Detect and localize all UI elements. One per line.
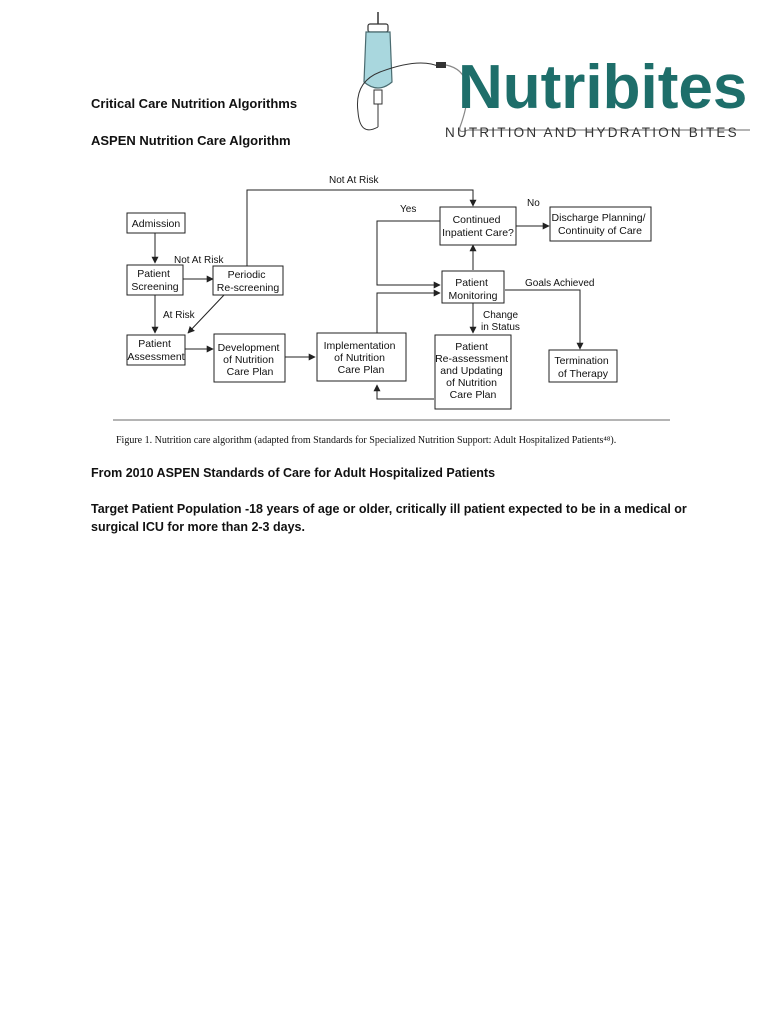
edge-label-yes: Yes <box>400 204 416 215</box>
document-subtitle: ASPEN Nutrition Care Algorithm <box>91 133 291 148</box>
edge-label-goals-achieved: Goals Achieved <box>525 278 595 289</box>
node-termination: Termination of Therapy <box>554 355 611 380</box>
logo-tagline: NUTRITION AND HYDRATION BITES <box>445 125 739 140</box>
iv-bag-icon <box>356 12 750 133</box>
node-discharge-box <box>549 206 652 242</box>
node-rescreening: Periodic Re-screening <box>217 269 280 294</box>
target-population: Target Patient Population -18 years of a… <box>91 502 687 534</box>
figure-caption: Figure 1. Nutrition care algorithm (adap… <box>116 435 616 446</box>
edge-label-change-in-status: Change in Status <box>481 310 521 333</box>
nutrition-care-algorithm-diagram: Admission Patient Screening Periodic Re-… <box>113 175 670 446</box>
nutribites-logo: Nutribites NUTRITION AND HYDRATION BITES <box>356 12 750 140</box>
node-continued: Continued Inpatient Care? <box>442 214 514 239</box>
node-implementation-box <box>316 332 407 382</box>
node-screening: Patient Screening <box>131 268 178 293</box>
edge-label-at-risk: At Risk <box>163 310 196 321</box>
node-admission-box <box>126 212 186 234</box>
node-reassessment-box <box>434 334 512 410</box>
document-title: Critical Care Nutrition Algorithms <box>91 96 298 111</box>
node-admission: Admission <box>132 218 181 230</box>
diagram-connectors <box>151 189 584 400</box>
node-monitoring: Patient Monitoring <box>448 277 497 302</box>
node-assessment-box <box>126 334 186 366</box>
node-reassessment: Patient Re-assessment and Updating of Nu… <box>435 341 511 401</box>
node-development: Development of Nutrition Care Plan <box>218 342 283 378</box>
node-monitoring-box <box>441 270 505 304</box>
node-screening-box <box>126 264 184 296</box>
node-discharge: Discharge Planning/ Continuity of Care <box>552 212 649 237</box>
logo-brand: Nutribites <box>458 53 747 122</box>
edge-label-not-at-risk-top: Not At Risk <box>329 175 379 186</box>
node-continued-box <box>439 206 517 246</box>
node-assessment: Patient Assessment <box>127 338 184 363</box>
standards-source: From 2010 ASPEN Standards of Care for Ad… <box>91 466 496 480</box>
edge-label-not-at-risk: Not At Risk <box>174 255 224 266</box>
node-development-box <box>213 333 286 383</box>
edge-label-no: No <box>527 198 540 209</box>
node-rescreening-box <box>212 265 284 296</box>
node-termination-box <box>548 349 618 383</box>
node-implementation: Implementation of Nutrition Care Plan <box>324 340 399 376</box>
